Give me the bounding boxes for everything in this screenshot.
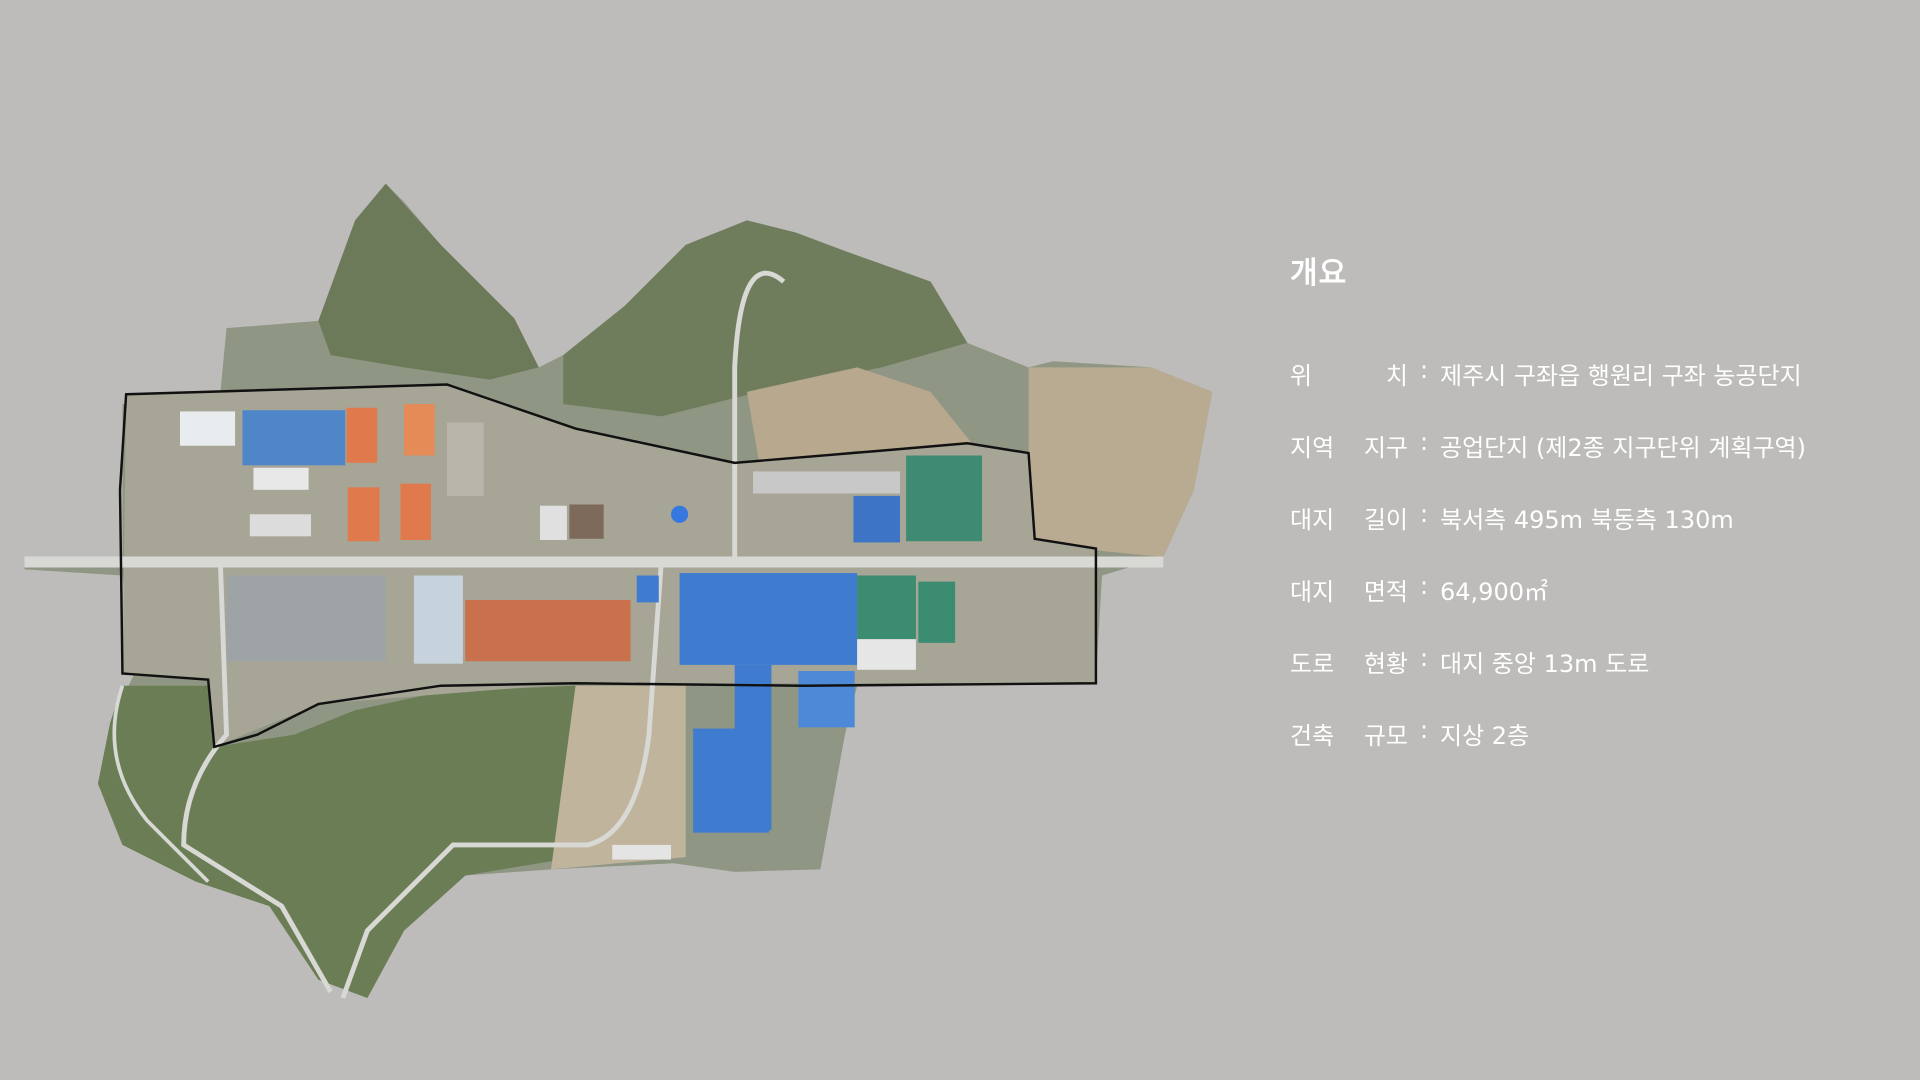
row-zoning: 지역 지구: 공업단지 (제2종 지구단위 계획구역) [1290, 428, 1806, 500]
row-label: 위 치 [1290, 362, 1408, 390]
site-boundary [118, 383, 1098, 749]
row-label: 지역 지구 [1290, 434, 1408, 462]
row-road-status: 도로 현황: 대지 중앙 13m 도로 [1290, 644, 1806, 716]
row-value: 64,900㎡ [1440, 578, 1548, 606]
overview-title: 개요 [1290, 256, 1348, 291]
separator: : [1419, 356, 1429, 384]
separator: : [1419, 716, 1429, 744]
separator: : [1419, 500, 1429, 528]
row-label: 도로 현황 [1290, 650, 1408, 678]
row-value: 제주시 구좌읍 행원리 구좌 농공단지 [1440, 362, 1802, 390]
row-value: 공업단지 (제2종 지구단위 계획구역) [1440, 434, 1807, 462]
row-location: 위 치: 제주시 구좌읍 행원리 구좌 농공단지 [1290, 356, 1806, 428]
separator: : [1419, 428, 1429, 456]
row-site-length: 대지 길이: 북서측 495m 북동측 130m [1290, 500, 1806, 572]
row-label: 대지 길이 [1290, 506, 1408, 534]
row-label: 건축 규모 [1290, 722, 1408, 750]
row-value: 대지 중앙 13m 도로 [1440, 650, 1650, 678]
row-value: 북서측 495m 북동측 130m [1440, 506, 1734, 534]
roads [24, 270, 1164, 999]
row-site-area: 대지 면적:64,900㎡ [1290, 572, 1806, 644]
row-label: 대지 면적 [1290, 578, 1408, 606]
overview-panel: 개요 위 치: 제주시 구좌읍 행원리 구좌 농공단지 지역 지구: 공업단지 (제… [1290, 248, 1806, 788]
buildings [180, 404, 983, 860]
separator: : [1419, 644, 1429, 672]
row-building-scale: 건축 규모: 지상 2층 [1290, 716, 1806, 788]
separator: : [1419, 572, 1429, 600]
row-value: 지상 2층 [1440, 722, 1530, 750]
